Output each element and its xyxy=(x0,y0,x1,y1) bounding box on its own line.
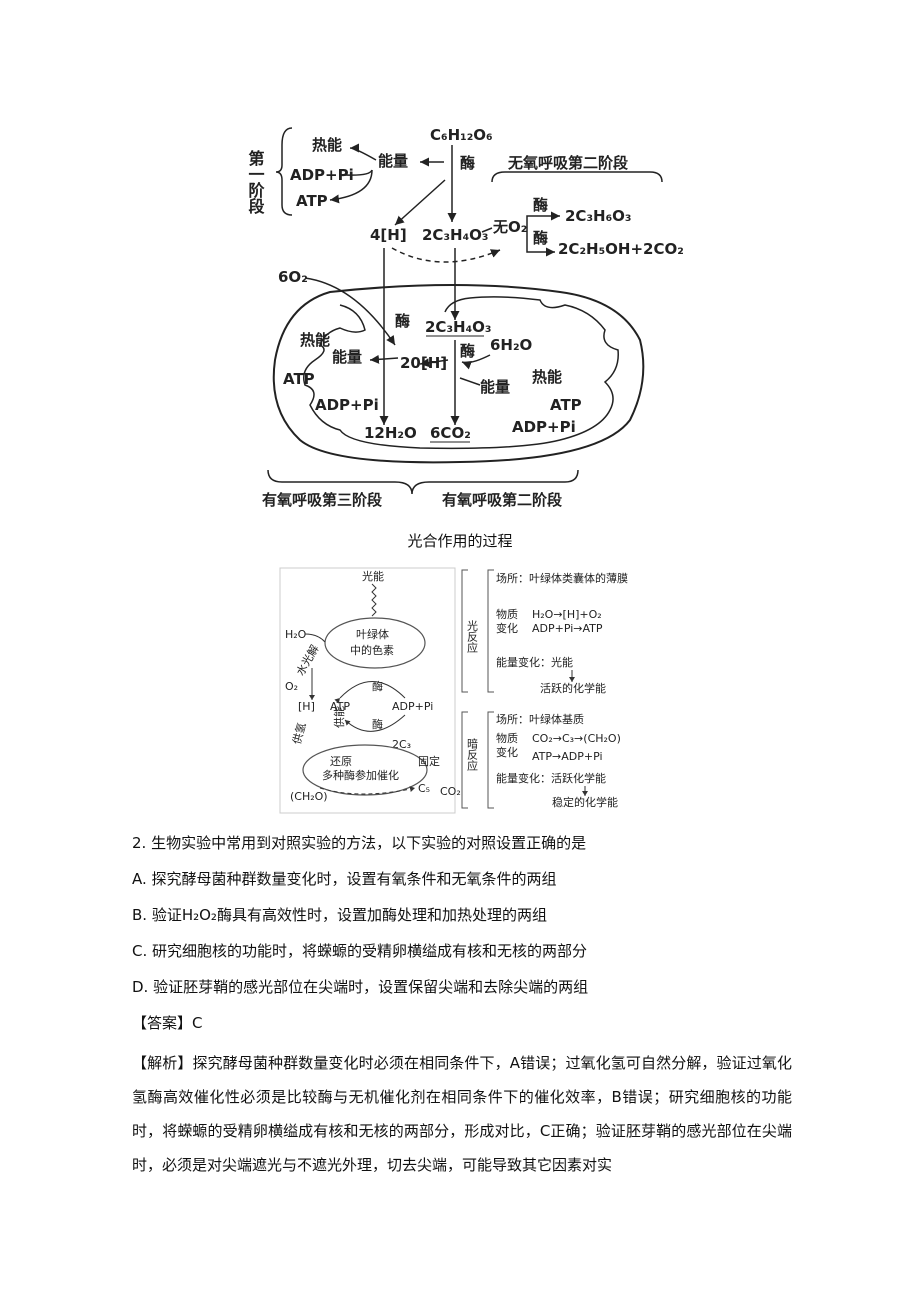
pigments-line1: 叶绿体 xyxy=(356,627,389,641)
o2: O₂ xyxy=(285,680,298,693)
water6: 6H₂O xyxy=(490,336,532,354)
lactate: 2C₃H₆O₃ xyxy=(565,207,631,225)
dark-reaction-label: 暗反应 xyxy=(466,737,479,772)
answer: 【答案】C xyxy=(132,1014,203,1032)
photosynthesis-diagram: 光能 叶绿体 中的色素 H₂O 水光解 O₂ [H] ATP 酶 ADP+Pi … xyxy=(279,567,628,814)
fixation: 固定 xyxy=(418,754,440,768)
figure-caption: 光合作用的过程 xyxy=(407,532,513,550)
supply-h: 供氢 xyxy=(289,721,308,746)
dr-matter2: ATP→ADP+Pi xyxy=(532,750,603,763)
dr-matter-label2: 变化 xyxy=(496,745,518,759)
question-stem: 2. 生物实验中常用到对照实验的方法，以下实验的对照设置正确的是 xyxy=(132,834,587,852)
enzyme-a: 酶 xyxy=(533,196,548,214)
multi-enzyme: 多种酶参加催化 xyxy=(322,768,399,782)
option-b: B. 验证H₂O₂酶具有高效性时，设置加酶处理和加热处理的两组 xyxy=(132,906,547,924)
lr-matter2: ADP+Pi→ATP xyxy=(532,622,603,635)
h-label: [H] xyxy=(298,700,315,713)
adp-pi-right: ADP+Pi xyxy=(512,418,576,436)
energy-left: 能量 xyxy=(332,348,362,366)
lr-matter1: H₂O→[H]+O₂ xyxy=(532,608,602,621)
enzyme2: 酶 xyxy=(372,718,383,731)
h4: 4[H] xyxy=(370,226,407,244)
adp-pi-label: ADP+Pi xyxy=(392,700,433,713)
adp-pi-top: ADP+Pi xyxy=(290,166,354,184)
enzyme-mid2: 酶 xyxy=(460,342,475,360)
pigments-line2: 中的色素 xyxy=(350,643,394,657)
ch2o: (CH₂O) xyxy=(290,790,328,803)
lr-energy: 能量变化：光能 xyxy=(496,655,573,669)
ethanol: 2C₂H₅OH+2CO₂ xyxy=(558,240,684,258)
heat-left: 热能 xyxy=(300,331,330,349)
energy-right: 能量 xyxy=(480,378,510,396)
dr-energy: 能量变化：活跃化学能 xyxy=(496,771,606,785)
water-h2o: H₂O xyxy=(285,628,307,641)
water12: 12H₂O xyxy=(364,424,417,442)
enzyme-top: 酶 xyxy=(460,154,475,172)
atp-right: ATP xyxy=(550,396,582,414)
o2-6: 6O₂ xyxy=(278,268,308,286)
c5: C₅ xyxy=(418,782,430,795)
atp-left: ATP xyxy=(283,370,315,388)
lr-matter-label2: 变化 xyxy=(496,621,518,635)
adp-pi-left: ADP+Pi xyxy=(315,396,379,414)
photolysis: 水光解 xyxy=(293,642,322,678)
pyruvate-top: 2C₃H₄O₃ xyxy=(422,226,488,244)
heat-top: 热能 xyxy=(312,136,342,154)
energy-top: 能量 xyxy=(378,152,408,170)
pyruvate-mito: 2C₃H₄O₃ xyxy=(425,318,491,336)
lr-matter-label1: 物质 xyxy=(496,607,518,621)
dr-site: 场所：叶绿体基质 xyxy=(496,712,584,726)
option-d: D. 验证胚芽鞘的感光部位在尖端时，设置保留尖端和去除尖端的两组 xyxy=(132,978,589,996)
light-reaction-label: 光反应 xyxy=(466,619,479,654)
option-a: A. 探究酵母菌种群数量变化时，设置有氧条件和无氧条件的两组 xyxy=(132,870,557,888)
enzyme-mid: 酶 xyxy=(395,312,410,330)
c3-2: 2C₃ xyxy=(392,738,411,751)
dr-energy2: 稳定的化学能 xyxy=(552,795,618,809)
option-c: C. 研究细胞核的功能时，将蝾螈的受精卵横缢成有核和无核的两部分 xyxy=(132,942,588,960)
analysis: 【解析】探究酵母菌种群数量变化时必须在相同条件下，A错误；过氧化氢可自然分解，验… xyxy=(132,1054,792,1174)
respiration-diagram: 第一阶段 C₆H₁₂O₆ 热能 能量 酶 ADP+Pi ATP 4[H] 2C₃… xyxy=(246,126,684,509)
dr-matter-label1: 物质 xyxy=(496,731,518,745)
light-energy-label: 光能 xyxy=(362,569,384,583)
lr-site: 场所：叶绿体类囊体的薄膜 xyxy=(496,571,628,585)
dr-matter1: CO₂→C₃→(CH₂O) xyxy=(532,732,621,745)
glucose: C₆H₁₂O₆ xyxy=(430,126,493,144)
aerobic-stage3: 有氧呼吸第三阶段 xyxy=(262,491,382,509)
enzyme1: 酶 xyxy=(372,680,383,693)
atp-top: ATP xyxy=(296,192,328,210)
aerobic-stage2: 有氧呼吸第二阶段 xyxy=(442,491,562,509)
co2: CO₂ xyxy=(440,785,461,798)
stage1-label: 第一阶段 xyxy=(246,149,265,215)
no-o2: 无O₂ xyxy=(492,218,527,236)
anaerobic-stage2: 无氧呼吸第二阶段 xyxy=(507,154,628,172)
co2-6: 6CO₂ xyxy=(430,424,471,442)
lr-energy2: 活跃的化学能 xyxy=(540,681,606,695)
reduction: 还原 xyxy=(330,755,352,768)
enzyme-b: 酶 xyxy=(533,229,548,247)
supply-energy: 供能 xyxy=(332,706,346,728)
heat-right: 热能 xyxy=(532,368,562,386)
